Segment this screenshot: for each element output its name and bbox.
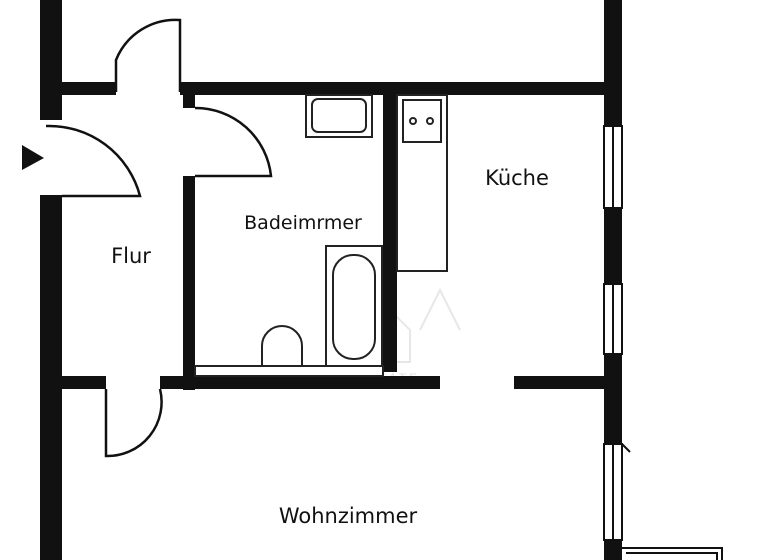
wall-bad-kueche xyxy=(383,92,397,372)
bath-floor-edge xyxy=(194,365,384,377)
wall-flur-bad xyxy=(183,176,195,390)
stove xyxy=(402,99,442,143)
bathroom-fixtures xyxy=(194,94,384,377)
wall-upper-right-column xyxy=(604,0,622,95)
washbasin xyxy=(305,94,373,138)
window-kueche-2 xyxy=(603,283,623,355)
walls xyxy=(40,0,622,560)
balcony-door xyxy=(621,443,723,560)
wall-mid-center xyxy=(160,376,440,389)
door-wohn xyxy=(104,388,163,458)
wall-mid-right xyxy=(514,376,620,389)
kitchen-fixtures xyxy=(396,94,448,272)
wall-top-left-stub xyxy=(40,82,116,95)
entrance-arrow-icon xyxy=(22,145,44,170)
room-label-flur: Flur xyxy=(111,244,151,268)
wall-right-b xyxy=(604,208,622,284)
windows xyxy=(603,125,723,560)
wall-top-right xyxy=(180,82,620,95)
door-upper xyxy=(114,18,182,92)
wall-left-upper xyxy=(40,0,62,120)
toilet xyxy=(261,325,303,369)
room-label-wohn: Wohnzimmer xyxy=(279,504,418,528)
doors xyxy=(45,18,273,458)
window-wohn xyxy=(603,443,623,541)
wall-right-a xyxy=(604,92,622,126)
wall-mid-left xyxy=(62,376,106,389)
wall-flur-bad-top xyxy=(183,92,195,108)
wall-right-d xyxy=(604,540,622,560)
bathtub xyxy=(325,245,383,367)
door-entrance xyxy=(45,124,142,198)
room-labels: Flur Badeimrmer Küche Wohnzimmer xyxy=(111,166,549,528)
room-label-kueche: Küche xyxy=(485,166,549,190)
door-bad xyxy=(194,106,273,178)
wall-right-c xyxy=(604,354,622,444)
window-kueche-1 xyxy=(603,125,623,209)
wall-left-lower xyxy=(40,195,62,560)
room-label-bad: Badeimrmer xyxy=(244,212,362,234)
